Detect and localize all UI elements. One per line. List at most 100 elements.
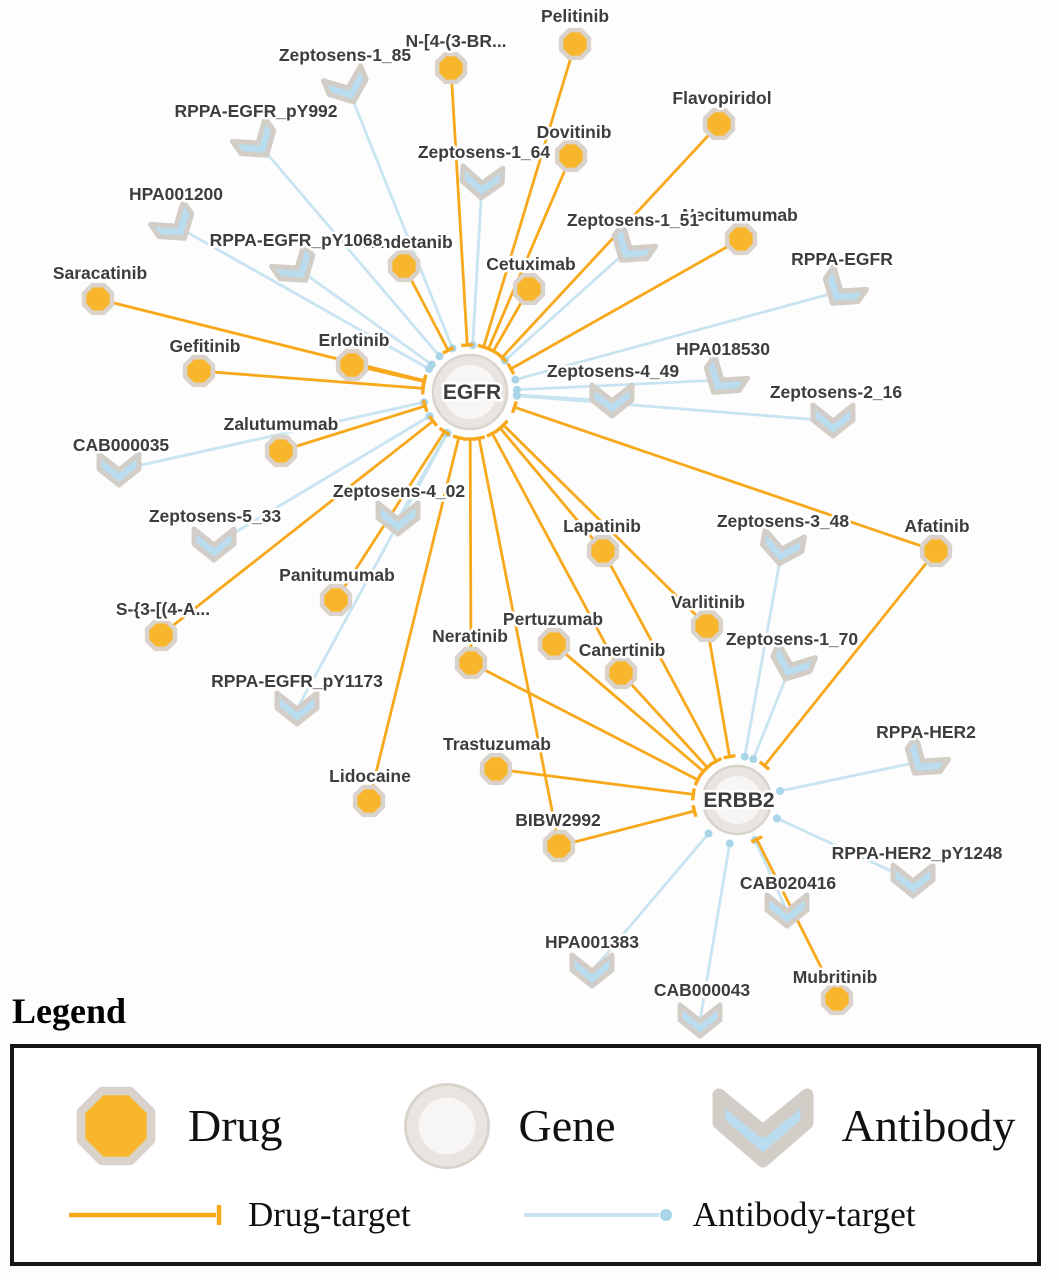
drug-node-cetuximab[interactable]: [512, 272, 546, 306]
drug-node-mubritinib[interactable]: [820, 982, 854, 1016]
drug-node-label-cetuximab: Cetuximab: [486, 254, 575, 274]
drug-node-label-canertinib: Canertinib: [579, 640, 666, 660]
drug-node-bibw2992[interactable]: [542, 829, 576, 863]
antibody-target-edge-zeptosens-5-33-egfr: [213, 412, 434, 547]
antibody-node-label-hpa001200: HPA001200: [129, 184, 223, 204]
antibody-node-hpa001383[interactable]: [569, 952, 615, 989]
drug-node-trastuzumab[interactable]: [479, 752, 513, 786]
antibody-node-label-zeptosens-1-70: Zeptosens-1_70: [726, 629, 859, 649]
drug-target-edge-flavopiridol-egfr: [496, 123, 721, 363]
antibody-node-label-zeptosens-4-02: Zeptosens-4_02: [333, 481, 466, 501]
drug-target-edge-trastuzumab-erbb2: [495, 767, 696, 801]
drug-node-lidocaine[interactable]: [352, 784, 386, 818]
antibody-node-cab020416[interactable]: [764, 892, 810, 929]
drug-node-zalutumumab[interactable]: [264, 434, 298, 468]
antibody-target-edge-rppa-egfr-egfr: [511, 289, 842, 384]
drug-node-gefitinib[interactable]: [182, 354, 216, 388]
antibody-node-label-cab000035: CAB000035: [73, 435, 170, 455]
drug-node-saracatinib[interactable]: [81, 282, 115, 316]
drug-node-flavopiridol[interactable]: [702, 107, 736, 141]
antibody-node-zeptosens-4-49[interactable]: [589, 382, 635, 419]
drug-node-label-lapatinib: Lapatinib: [563, 516, 641, 536]
antibody-node-zeptosens-1-51[interactable]: [605, 220, 659, 271]
drug-node-pertuzumab[interactable]: [537, 627, 571, 661]
antibody-node-rppa-egfr-py992[interactable]: [229, 115, 283, 166]
antibody-node-label-rppa-egfr-py992: RPPA-EGFR_pY992: [174, 101, 337, 121]
drug-target-edge-canertinib-egfr: [486, 429, 623, 674]
antibody-node-label-rppa-egfr: RPPA-EGFR: [791, 249, 893, 269]
drug-node-lapatinib[interactable]: [586, 534, 620, 568]
drug-target-edge-n-4-3-br-egfr: [449, 67, 474, 348]
drug-target-edge-varlitinib-egfr: [498, 419, 708, 627]
drug-node-label-s-3-4-a: S-{3-[(4-A...: [116, 599, 210, 619]
antibody-node-cab000043[interactable]: [677, 1002, 723, 1039]
antibody-node-label-rppa-egfr-py1173: RPPA-EGFR_pY1173: [211, 671, 383, 691]
drug-target-edge-afatinib-egfr: [510, 400, 937, 553]
antibody-node-zeptosens-1-70[interactable]: [767, 640, 819, 687]
antibody-target-edge-rppa-her2-py1248-erbb2: [772, 814, 914, 883]
drug-target-edge-icon: [69, 1204, 222, 1225]
gene-node-erbb2[interactable]: [701, 764, 773, 836]
drug-node-necitumumab[interactable]: [724, 222, 758, 256]
drug-node-pelitinib[interactable]: [558, 27, 592, 61]
drug-target-edge-gefitinib-egfr: [198, 369, 426, 395]
antibody-node-rppa-egfr-py1173[interactable]: [274, 690, 320, 727]
antibody-node-rppa-her2-py1248[interactable]: [890, 862, 936, 899]
drug-target-edge-canertinib-erbb2: [619, 672, 713, 773]
antibody-target-edge-zeptosens-1-64-egfr: [468, 182, 484, 350]
legend-edges-row: Drug-target Antibody-target: [64, 1197, 1017, 1232]
antibody-node-hpa018530[interactable]: [697, 352, 751, 403]
antibody-node-zeptosens-2-16[interactable]: [810, 402, 856, 439]
legend-symbols-row: Drug Gene Antibody: [64, 1074, 1017, 1178]
antibody-node-rppa-egfr[interactable]: [816, 263, 870, 314]
drug-target-edge-pelitinib-egfr: [477, 43, 577, 351]
drug-node-neratinib[interactable]: [454, 646, 488, 680]
antibody-target-edge-rppa-egfr-py1068-egfr: [296, 266, 436, 369]
antibody-node-zeptosens-1-64[interactable]: [459, 163, 506, 201]
drug-node-s-3-4-a[interactable]: [144, 618, 178, 652]
antibody-node-hpa001200[interactable]: [147, 198, 201, 249]
antibody-node-label-zeptosens-5-33: Zeptosens-5_33: [149, 506, 282, 526]
antibody-target-edge-rppa-egfr-py992-egfr: [256, 142, 444, 361]
antibody-target-edge-hpa018530-egfr: [512, 378, 723, 394]
drug-node-label-varlitinib: Varlitinib: [671, 592, 745, 612]
antibody-node-zeptosens-5-33[interactable]: [191, 526, 237, 563]
antibody-node-zeptosens-1-85[interactable]: [320, 63, 372, 110]
drug-node-canertinib[interactable]: [604, 656, 638, 690]
antibody-node-label-zeptosens-1-51: Zeptosens-1_51: [567, 210, 700, 230]
drug-target-edge-zalutumumab-egfr: [280, 399, 429, 453]
drug-node-afatinib[interactable]: [919, 534, 953, 568]
drug-node-label-lidocaine: Lidocaine: [329, 766, 411, 786]
drug-node-label-zalutumumab: Zalutumumab: [224, 414, 339, 434]
drug-node-erlotinib[interactable]: [335, 348, 369, 382]
drug-node-vandetanib[interactable]: [387, 249, 421, 283]
antibody-target-edge-zeptosens-2-16-egfr: [512, 391, 834, 423]
antibody-node-zeptosens-4-02[interactable]: [375, 500, 421, 537]
drug-node-label-vandetanib: Vandetanib: [359, 232, 452, 252]
drug-target-edge-neratinib-egfr: [464, 437, 477, 664]
drug-node-dovitinib[interactable]: [554, 139, 588, 173]
antibody-node-rppa-egfr-py1068[interactable]: [268, 240, 322, 291]
antibody-node-rppa-her2[interactable]: [898, 733, 952, 784]
legend-title: Legend: [12, 991, 127, 1031]
antibody-node-label-zeptosens-1-85: Zeptosens-1_85: [279, 45, 412, 65]
drug-node-panitumumab[interactable]: [319, 583, 353, 617]
antibody-node-label-zeptosens-4-49: Zeptosens-4_49: [547, 361, 680, 381]
drug-node-n-4-3-br[interactable]: [434, 51, 468, 85]
drug-node-label-bibw2992: BIBW2992: [515, 810, 601, 830]
node-layer: [81, 27, 953, 1039]
gene-node-egfr[interactable]: [431, 353, 509, 431]
drug-node-label-gefitinib: Gefitinib: [170, 336, 241, 356]
antibody-target-edge-zeptosens-1-85-egfr: [346, 87, 457, 353]
antibody-node-zeptosens-3-48[interactable]: [759, 527, 808, 568]
antibody-node-label-zeptosens-2-16: Zeptosens-2_16: [770, 382, 903, 402]
drug-node-varlitinib[interactable]: [690, 609, 724, 643]
legend-antibody-target-label: Antibody-target: [692, 1195, 916, 1235]
drug-node-label-neratinib: Neratinib: [432, 626, 508, 646]
drug-node-icon: [76, 1086, 156, 1165]
antibody-node-cab000035[interactable]: [96, 451, 142, 488]
antibody-node-label-hpa001383: HPA001383: [545, 932, 639, 952]
label-layer: PelitinibN-[4-(3-BR...DovitinibFlavopiri…: [50, 4, 1005, 1003]
